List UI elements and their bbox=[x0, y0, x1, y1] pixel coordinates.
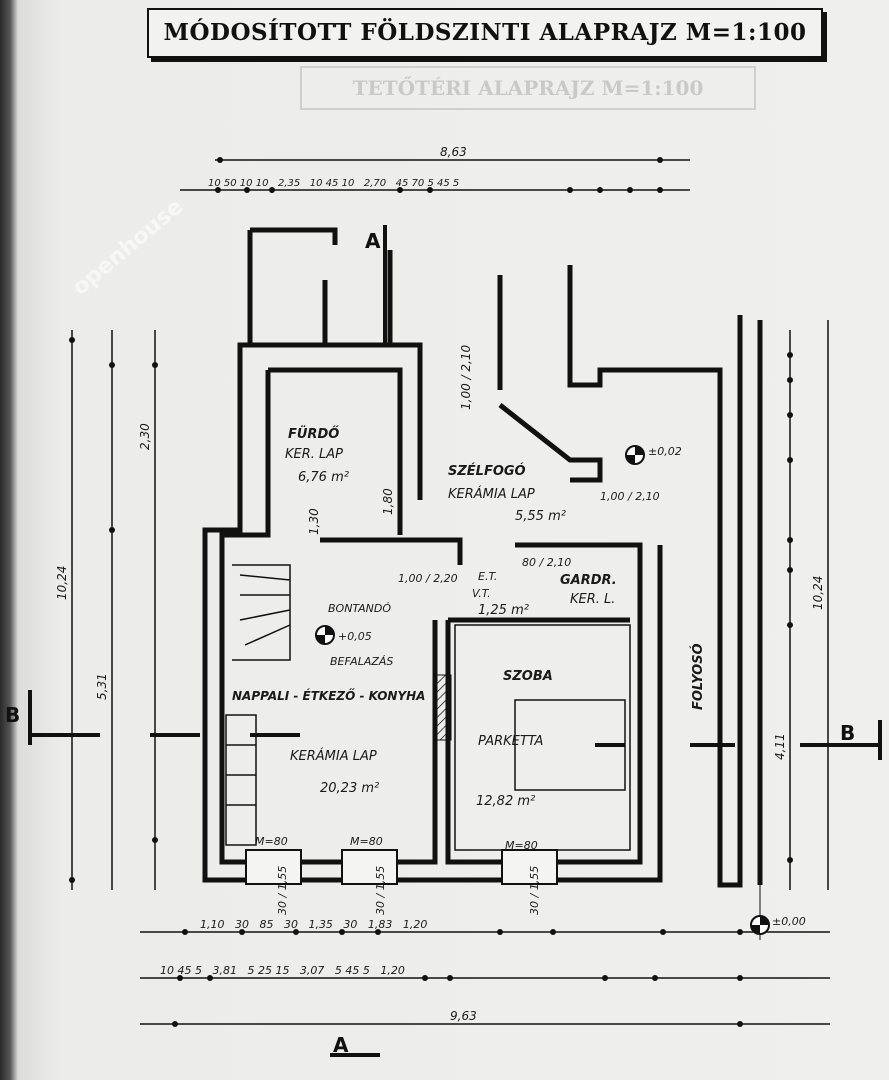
plan-title: MÓDOSÍTOTT FÖLDSZINTI ALAPRAJZ M=1:100 bbox=[147, 8, 823, 58]
dim-bottom-chain1: 1,10 30 85 30 1,35 30 1,83 1,20 bbox=[200, 918, 427, 931]
section-a-bottom: A bbox=[333, 1033, 349, 1057]
room-name-gardrob: GARDR. bbox=[560, 573, 617, 588]
room-floor-nappali: KERÁMIA LAP bbox=[290, 748, 377, 764]
window-sill-2: 30 / 1,55 bbox=[374, 866, 387, 915]
room-area-gardrob: 1,25 m² bbox=[478, 603, 529, 618]
room-area-furdo: 6,76 m² bbox=[298, 470, 349, 485]
note-door2: 80 / 2,10 bbox=[522, 556, 571, 569]
window-label-1: M=80 bbox=[255, 835, 288, 848]
section-a-top: A bbox=[365, 229, 381, 253]
level-1: ±0,02 bbox=[648, 445, 682, 458]
room-floor-szelfogo: KERÁMIA LAP bbox=[448, 486, 535, 502]
room-name-szoba: SZOBA bbox=[503, 669, 553, 684]
room-floor-szoba: PARKETTA bbox=[478, 734, 543, 749]
window-sill-3: 30 / 1,55 bbox=[528, 866, 541, 915]
window-label-3: M=80 bbox=[505, 839, 538, 852]
room-name-nappali: NAPPALI - ÉTKEZŐ - KONYHA bbox=[232, 688, 425, 703]
dimension-ticks bbox=[69, 157, 793, 1027]
room-name-folyoso: FOLYOSÓ bbox=[690, 643, 706, 710]
note-et: E.T. bbox=[478, 570, 497, 583]
room-name-szelfogo: SZÉLFOGÓ bbox=[448, 463, 526, 479]
room-area-szelfogo: 5,55 m² bbox=[515, 509, 566, 524]
section-markers: A A B B bbox=[5, 229, 855, 1057]
room-floor-furdo: KER. LAP bbox=[285, 447, 343, 462]
dim-left-sub2: 2,30 bbox=[138, 423, 152, 450]
dimension-lines bbox=[71, 159, 830, 1025]
room-area-nappali: 20,23 m² bbox=[320, 781, 379, 796]
section-lines bbox=[28, 225, 882, 1057]
dim-inner2: 1,80 bbox=[381, 488, 395, 515]
dim-inner3: 1,00 / 2,10 bbox=[459, 345, 473, 410]
dim-top-chain: 10 50 10 10 2,35 10 45 10 2,70 45 70 5 4… bbox=[208, 178, 459, 189]
dim-top-total: 8,63 bbox=[440, 145, 467, 159]
note-door1: 1,00 / 2,10 bbox=[600, 490, 660, 503]
room-name-furdo: FÜRDŐ bbox=[288, 426, 339, 442]
level-2: +0,05 bbox=[338, 630, 372, 643]
dim-bottom-chain2: 10 45 5 3,81 5 25 15 3,07 5 45 5 1,20 bbox=[160, 964, 405, 977]
dim-right-sub: 4,11 bbox=[773, 733, 787, 760]
dim-inner1: 1,30 bbox=[307, 508, 321, 535]
dimension-labels: 8,63 10 50 10 10 2,35 10 45 10 2,70 45 7… bbox=[55, 145, 825, 1023]
note-door3: 1,00 / 2,20 bbox=[398, 572, 458, 585]
room-area-szoba: 12,82 m² bbox=[476, 794, 535, 809]
dim-left-total: 10,24 bbox=[55, 566, 69, 600]
walls bbox=[202, 227, 763, 888]
background-title: TETŐTÉRI ALAPRAJZ M=1:100 bbox=[300, 66, 756, 110]
room-labels: FÜRDŐ KER. LAP 6,76 m² SZÉLFOGÓ KERÁMIA … bbox=[232, 426, 706, 809]
section-b-left: B bbox=[5, 703, 20, 727]
note-vt: V.T. bbox=[472, 587, 491, 600]
room-floor-gardrob: KER. L. bbox=[570, 592, 615, 607]
dim-left-sub: 5,31 bbox=[95, 673, 109, 700]
level-markers bbox=[315, 445, 770, 935]
notes: E.T. V.T. BONTANDÓ BEFALAZÁS 1,00 / 2,10… bbox=[255, 445, 806, 928]
dim-right-total: 10,24 bbox=[811, 576, 825, 610]
windows bbox=[245, 849, 558, 885]
window-sill-1: 30 / 1,55 bbox=[276, 866, 289, 915]
stairs bbox=[225, 564, 291, 846]
section-b-right: B bbox=[840, 721, 855, 745]
note-befalazas: BEFALAZÁS bbox=[330, 655, 393, 668]
infill-wall-hatch bbox=[436, 674, 452, 741]
level-3: ±0,00 bbox=[772, 915, 806, 928]
window-label-2: M=80 bbox=[350, 835, 383, 848]
dim-bottom-total: 9,63 bbox=[450, 1009, 477, 1023]
note-bontando: BONTANDÓ bbox=[328, 602, 391, 615]
